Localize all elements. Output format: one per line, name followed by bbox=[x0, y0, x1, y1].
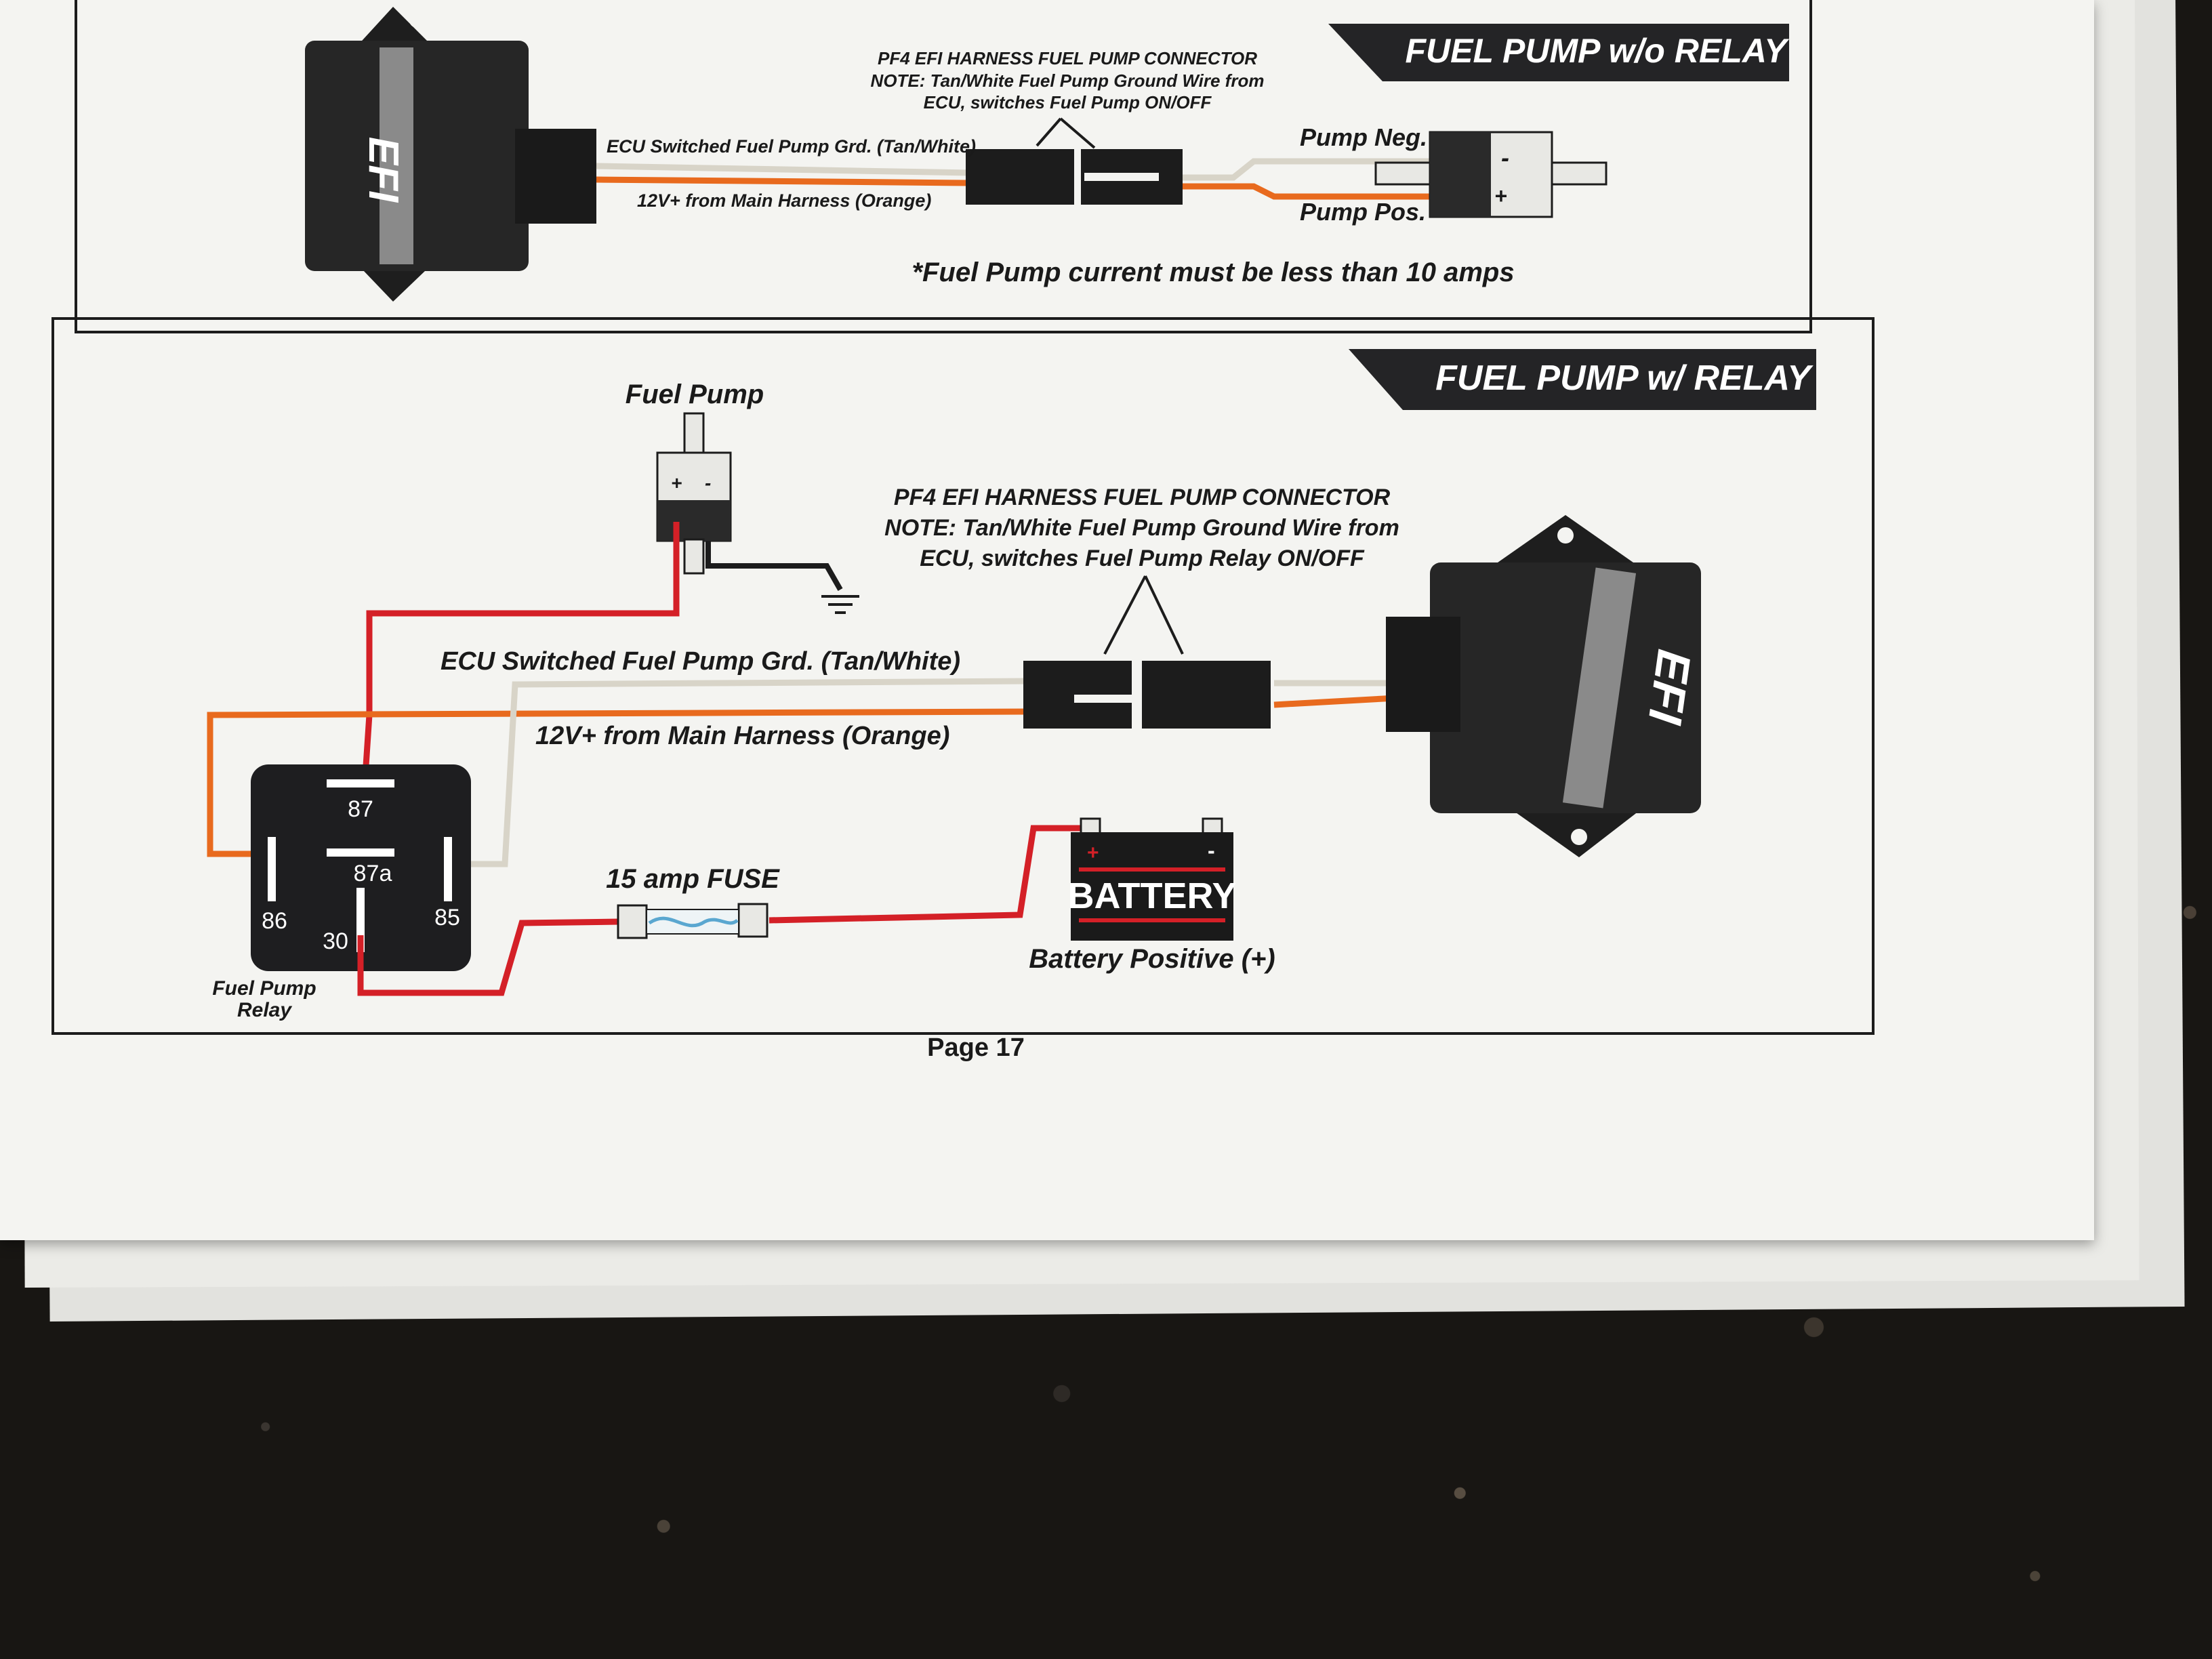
pump-outlet bbox=[683, 538, 705, 575]
top-title-band bbox=[1328, 24, 1789, 81]
ecu-stripe bbox=[380, 47, 413, 264]
pump-plus-sign: + bbox=[1494, 184, 1507, 208]
connector-latch bbox=[1074, 695, 1142, 703]
harness-connector-left bbox=[966, 149, 1074, 205]
battery-stripe-bottom bbox=[1079, 918, 1225, 922]
ecu-mount-tab-bottom bbox=[1498, 800, 1654, 857]
pump-ground-wire bbox=[705, 541, 843, 591]
battery-positive-post bbox=[1080, 817, 1101, 835]
pump-neg-label: Pump Neg. bbox=[1300, 123, 1427, 151]
ecu-body bbox=[305, 41, 529, 271]
tan-white-pump-neg-wire bbox=[1179, 158, 1430, 181]
bottom-connector-note-2: ECU, switches Fuel Pump Relay ON/OFF bbox=[920, 546, 1365, 571]
tan-white-ground-wire bbox=[596, 163, 970, 176]
ecu-mount-hole bbox=[1571, 829, 1587, 845]
pump-terminal-block bbox=[1430, 132, 1491, 217]
bottom-ecu-ground-label: ECU Switched Fuel Pump Grd. (Tan/White) bbox=[441, 647, 960, 676]
harness-connector-right bbox=[1142, 661, 1271, 729]
bottom-panel: FUEL PUMP w/ RELAY Fuel Pump + - bbox=[52, 317, 1875, 1035]
top-ecu-ground-label: ECU Switched Fuel Pump Grd. (Tan/White) bbox=[607, 136, 976, 157]
fuse-cap-right bbox=[737, 903, 769, 938]
fuel-pump-label: Fuel Pump bbox=[626, 380, 764, 409]
orange-wire-to-ecu bbox=[1273, 695, 1397, 708]
ecu-stripe bbox=[1562, 567, 1637, 808]
battery-label: BATTERY bbox=[1068, 876, 1237, 916]
top-panel: FUEL PUMP w/o RELAY EFI PF4 EFI HARNESS … bbox=[75, 0, 1812, 333]
top-connector-note-1: NOTE: Tan/White Fuel Pump Ground Wire fr… bbox=[871, 70, 1265, 91]
battery: + - BATTERY bbox=[1068, 817, 1237, 941]
pump-pos-label: Pump Pos. bbox=[1300, 198, 1426, 226]
relay-pin-85-label: 85 bbox=[434, 905, 460, 930]
bottom-fuel-pump: + - bbox=[656, 412, 732, 575]
fuse-cap-left bbox=[617, 904, 648, 939]
relay-pin-85-terminal bbox=[444, 837, 452, 901]
red-wire-relay-30-to-fuse bbox=[357, 918, 621, 996]
ecu-connector-port bbox=[1386, 617, 1460, 732]
pump-inlet bbox=[1374, 161, 1431, 186]
battery-case bbox=[1071, 832, 1233, 941]
page-number: Page 17 bbox=[927, 1033, 1025, 1062]
red-wire-relay-87-to-pump bbox=[361, 522, 680, 787]
bottom-title-band bbox=[1349, 349, 1816, 410]
ecu-mount-hole bbox=[409, 283, 424, 298]
relay-body bbox=[251, 764, 471, 971]
orange-power-wire bbox=[596, 176, 970, 186]
orange-pump-pos-wire bbox=[1179, 183, 1430, 200]
fuse-element bbox=[648, 916, 739, 928]
current-limit-note: *Fuel Pump current must be less than 10 … bbox=[912, 258, 1514, 287]
bottom-panel-border bbox=[52, 317, 1875, 1035]
connector-latch bbox=[1084, 173, 1159, 181]
top-ecu-module: EFI bbox=[305, 7, 596, 302]
relay-pin-87a-label: 87a bbox=[354, 861, 392, 886]
top-panel-title: FUEL PUMP w/o RELAY bbox=[1406, 32, 1790, 70]
relay-pin-87-terminal bbox=[327, 779, 394, 787]
relay-pin-30-label: 30 bbox=[323, 928, 348, 954]
ecu-logo-text: EFI bbox=[360, 137, 407, 203]
connector-pointer-arrows bbox=[1103, 575, 1184, 655]
bottom-connector-title: PF4 EFI HARNESS FUEL PUMP CONNECTOR bbox=[894, 485, 1391, 510]
top-power-label: 12V+ from Main Harness (Orange) bbox=[637, 190, 931, 211]
battery-plus-sign: + bbox=[1087, 842, 1099, 864]
ecu-mount-hole bbox=[1557, 527, 1574, 544]
bottom-panel-title: FUEL PUMP w/ RELAY bbox=[1435, 359, 1814, 398]
top-connector-title: PF4 EFI HARNESS FUEL PUMP CONNECTOR bbox=[878, 48, 1257, 68]
ecu-body bbox=[1430, 562, 1701, 813]
relay-pin-87-label: 87 bbox=[348, 796, 373, 822]
ground-symbol bbox=[821, 595, 859, 614]
fuse-label: 15 amp FUSE bbox=[606, 864, 780, 894]
relay-pin-87a-terminal bbox=[327, 848, 394, 857]
battery-minus-sign: - bbox=[1208, 838, 1215, 863]
ecu-logo-text: EFI bbox=[1638, 647, 1701, 728]
red-wire-fuse-to-battery bbox=[769, 825, 1092, 924]
ecu-connector-port bbox=[515, 129, 596, 224]
relay-pin-86-label: 86 bbox=[262, 908, 287, 934]
top-panel-border bbox=[75, 0, 1812, 333]
pump-minus-sign: - bbox=[1501, 144, 1509, 171]
fuel-pump-relay: 87 87a 86 85 30 bbox=[251, 764, 471, 971]
top-fuel-pump: - + bbox=[1374, 131, 1607, 218]
tan-white-wire-relay-85 bbox=[447, 678, 1027, 867]
pump-plus-sign: + bbox=[671, 472, 682, 493]
battery-positive-label: Battery Positive (+) bbox=[1029, 944, 1275, 974]
connector-pointer-arrows bbox=[1036, 117, 1096, 149]
pump-minus-sign: - bbox=[705, 472, 711, 493]
pump-terminal-block bbox=[657, 500, 731, 541]
ecu-mount-hole bbox=[409, 13, 424, 28]
orange-wire-relay-86 bbox=[207, 708, 1027, 857]
fuse-15-amp bbox=[617, 903, 769, 939]
battery-stripe-top bbox=[1079, 867, 1225, 872]
relay-label-line-1: Fuel Pump bbox=[212, 977, 316, 1000]
bottom-connector-note-1: NOTE: Tan/White Fuel Pump Ground Wire fr… bbox=[884, 515, 1399, 541]
battery-negative-post bbox=[1202, 817, 1223, 835]
bottom-power-label: 12V+ from Main Harness (Orange) bbox=[535, 722, 949, 750]
bottom-ecu-module: EFI bbox=[1386, 515, 1701, 857]
relay-label-line-2: Relay bbox=[237, 999, 292, 1021]
pump-inlet bbox=[683, 412, 705, 455]
pump-outlet bbox=[1551, 161, 1607, 186]
relay-pin-86-terminal bbox=[268, 837, 276, 901]
top-connector-note-2: ECU, switches Fuel Pump ON/OFF bbox=[924, 92, 1212, 112]
